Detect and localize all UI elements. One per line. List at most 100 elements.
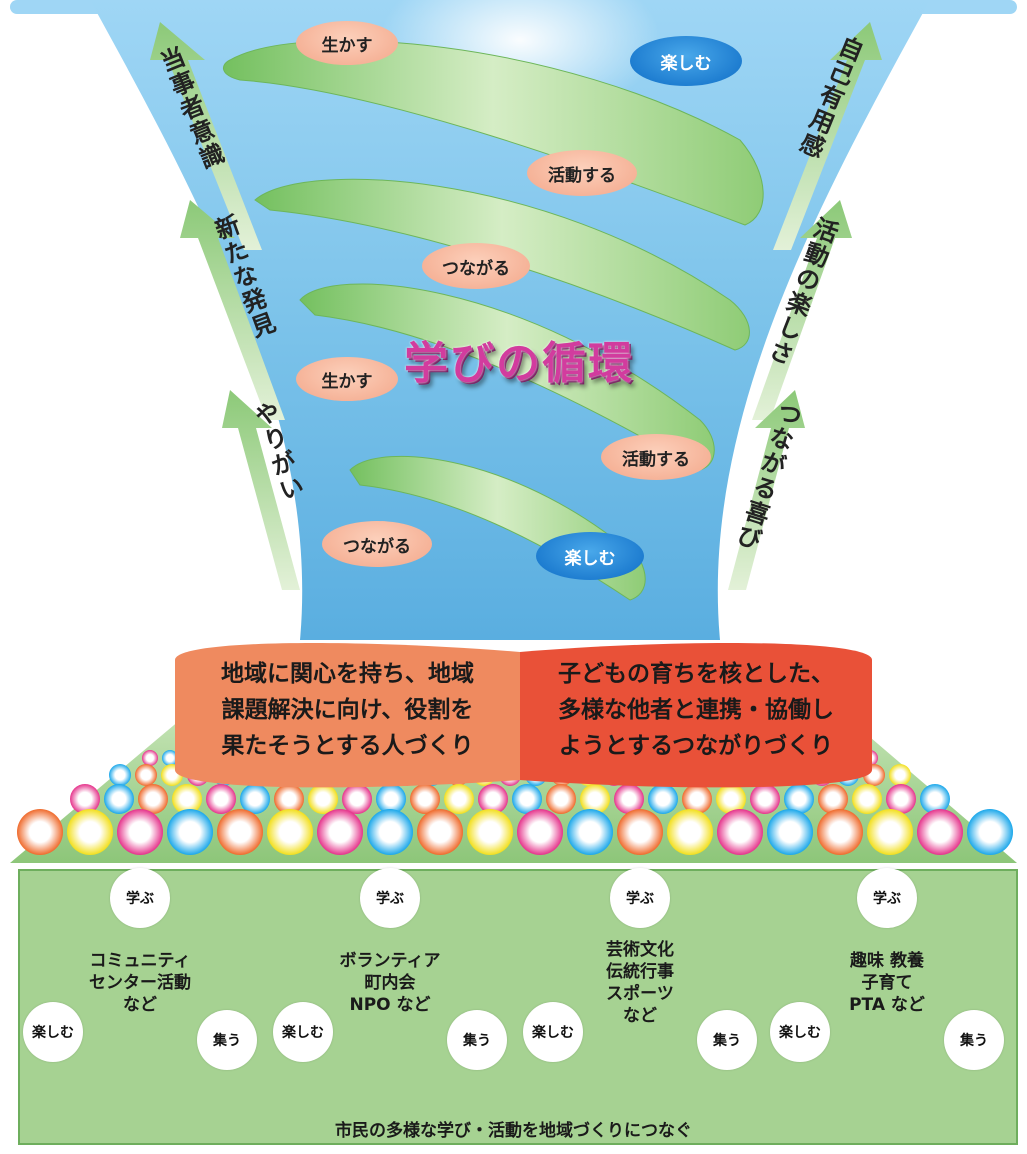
bubble [580,784,610,814]
cycle-node-left: 楽しむ [770,1002,830,1062]
bubble [240,784,270,814]
pill-tanoshimu-top: 楽しむ [630,36,742,86]
bubble [104,784,134,814]
cycle-center-line: スポーツ [606,984,674,1004]
pill-katsudou-1: 活動する [527,150,637,196]
left-arrows [150,22,300,590]
goal-box-right: 子どもの育ちを核とした、 多様な他者と連携・協働し ようとするつながりづくり [520,640,872,780]
bubble [117,809,163,855]
bubble [767,809,813,855]
goal-right-line-3: ようとするつながりづくり [558,733,834,759]
bubble [308,784,338,814]
cycle-center-line: など [623,1006,657,1026]
bubble [648,784,678,814]
goal-left-line-3: 果たそうとする人づくり [221,733,474,759]
bubble [70,784,100,814]
cycle-center-text: 芸術文化伝統行事スポーツなど [570,939,710,1027]
bubble [17,809,63,855]
goal-box-right-shape [520,642,872,788]
bubble [967,809,1013,855]
cycle-center-line: センター活動 [89,973,191,993]
bubble [478,784,508,814]
cycle-node-right: 集う [697,1010,757,1070]
bubble [784,784,814,814]
right-arrows [728,22,882,590]
bubble [546,784,576,814]
bubble [317,809,363,855]
cycle-center-line: PTA など [849,995,925,1015]
goal-box-left: 地域に関心を持ち、地域 課題解決に向け、役割を 果たそうとする人づくり [175,640,520,780]
bubble [667,809,713,855]
bubble [617,809,663,855]
pill-tsunagaru-2: つながる [322,521,432,567]
bubble [172,784,202,814]
cycle-node-right: 集う [197,1010,257,1070]
bubble [750,784,780,814]
bubble [142,750,158,766]
pill-tsunagaru-1: つながる [422,243,530,289]
cycle-center-text: コミュニティセンター活動など [70,950,210,1016]
goal-left-line-1: 地域に関心を持ち、地域 [221,661,474,687]
bubble [410,784,440,814]
panel-footer: 市民の多様な学び・活動を地域づくりにつなぐ [335,1121,692,1141]
bubble [167,809,213,855]
bubble [376,784,406,814]
cycle-center-line: コミュニティ [89,951,191,971]
cycle-node-top: 学ぶ [360,868,420,928]
bubble [517,809,563,855]
bubble [512,784,542,814]
cycle-node-left: 楽しむ [273,1002,333,1062]
activities-panel [18,869,1018,1145]
goal-right-line-1: 子どもの育ちを核とした、 [558,661,834,687]
bubble [867,809,913,855]
cycle-center-line: 趣味 教養 [850,951,924,971]
bubble [682,784,712,814]
bubble [444,784,474,814]
bubble [138,784,168,814]
pill-ikasu-2: 生かす [296,357,398,401]
pill-katsudou-2: 活動する [601,434,711,480]
bubble [274,784,304,814]
cycle-node-top: 学ぶ [857,868,917,928]
cycle-node-right: 集う [944,1010,1004,1070]
pill-tanoshimu-2: 楽しむ [536,532,644,580]
bubble [717,809,763,855]
bubble [817,809,863,855]
bubble [614,784,644,814]
goal-box-left-shape [175,642,520,788]
goal-right-line-2: 多様な他者と連携・協働し [558,697,834,723]
bubble [109,764,131,786]
cycle-node-top: 学ぶ [610,868,670,928]
cycle-center-line: ボランティア [339,951,441,971]
cycle-center-line: 町内会 [364,973,416,993]
bubble [567,809,613,855]
bubble [67,809,113,855]
bubble [367,809,413,855]
cycle-node-left: 楽しむ [523,1002,583,1062]
cycle-node-right: 集う [447,1010,507,1070]
bubble [342,784,372,814]
pill-ikasu-top: 生かす [296,21,398,65]
cycle-center-line: 子育て [861,973,913,993]
bubble [467,809,513,855]
bubble [267,809,313,855]
bubble [889,764,911,786]
goal-left-line-2: 課題解決に向け、役割を [221,697,474,723]
cycle-node-top: 学ぶ [110,868,170,928]
bubble [917,809,963,855]
cycle-node-left: 楽しむ [23,1002,83,1062]
bubble [217,809,263,855]
cycle-center-line: 芸術文化 [606,940,674,960]
bubble [716,784,746,814]
bubble [852,784,882,814]
bubble [162,750,178,766]
diagram-title: 学びの循環 [404,338,634,389]
bubble [417,809,463,855]
bubble [920,784,950,814]
cycle-center-line: NPO など [349,995,431,1015]
cycle-center-line: など [123,995,157,1015]
